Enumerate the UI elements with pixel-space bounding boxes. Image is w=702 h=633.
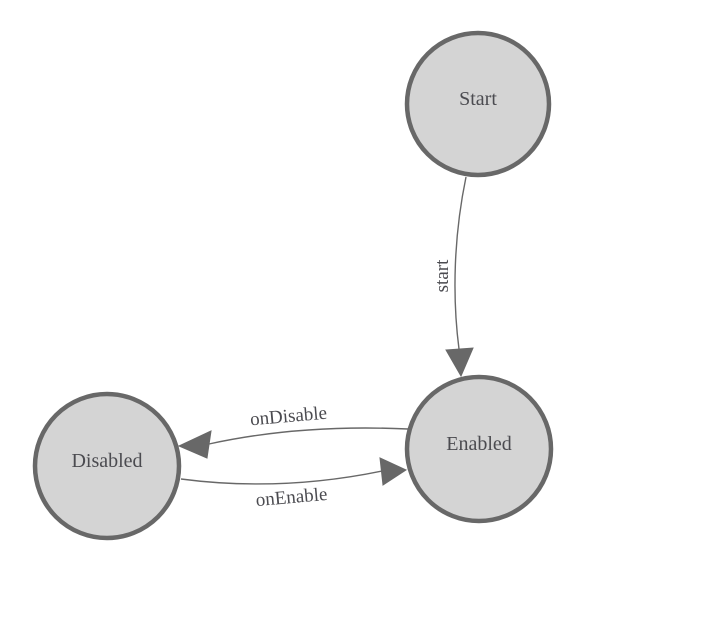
state-node-start-circle[interactable] bbox=[404, 30, 552, 178]
edge-on-disable-line bbox=[208, 427, 409, 445]
state-node-disabled-circle[interactable] bbox=[32, 391, 182, 541]
edge-on-enable: onEnable bbox=[180, 457, 408, 511]
edge-label-start: start bbox=[432, 259, 453, 292]
state-node-enabled-circle[interactable] bbox=[404, 374, 554, 524]
edge-on-disable: onDisable bbox=[177, 403, 409, 459]
state-node-enabled[interactable]: Enabled bbox=[404, 374, 554, 524]
arrowhead-start-to-enabled-icon bbox=[445, 347, 474, 378]
edge-on-enable-line bbox=[180, 470, 383, 485]
edge-label-on-enable: onEnable bbox=[255, 484, 328, 511]
state-node-start-label: Start bbox=[459, 88, 497, 110]
state-node-disabled[interactable]: Disabled bbox=[32, 391, 182, 541]
arrowhead-disabled-to-enabled-icon bbox=[379, 457, 408, 486]
state-node-disabled-label: Disabled bbox=[71, 450, 142, 472]
state-node-enabled-label: Enabled bbox=[446, 433, 512, 455]
edge-start-transition: start bbox=[432, 176, 474, 378]
arrowhead-enabled-to-disabled-icon bbox=[177, 430, 212, 459]
edge-start-line bbox=[454, 176, 467, 350]
state-node-start[interactable]: Start bbox=[404, 30, 552, 178]
edge-label-on-disable: onDisable bbox=[249, 403, 328, 431]
